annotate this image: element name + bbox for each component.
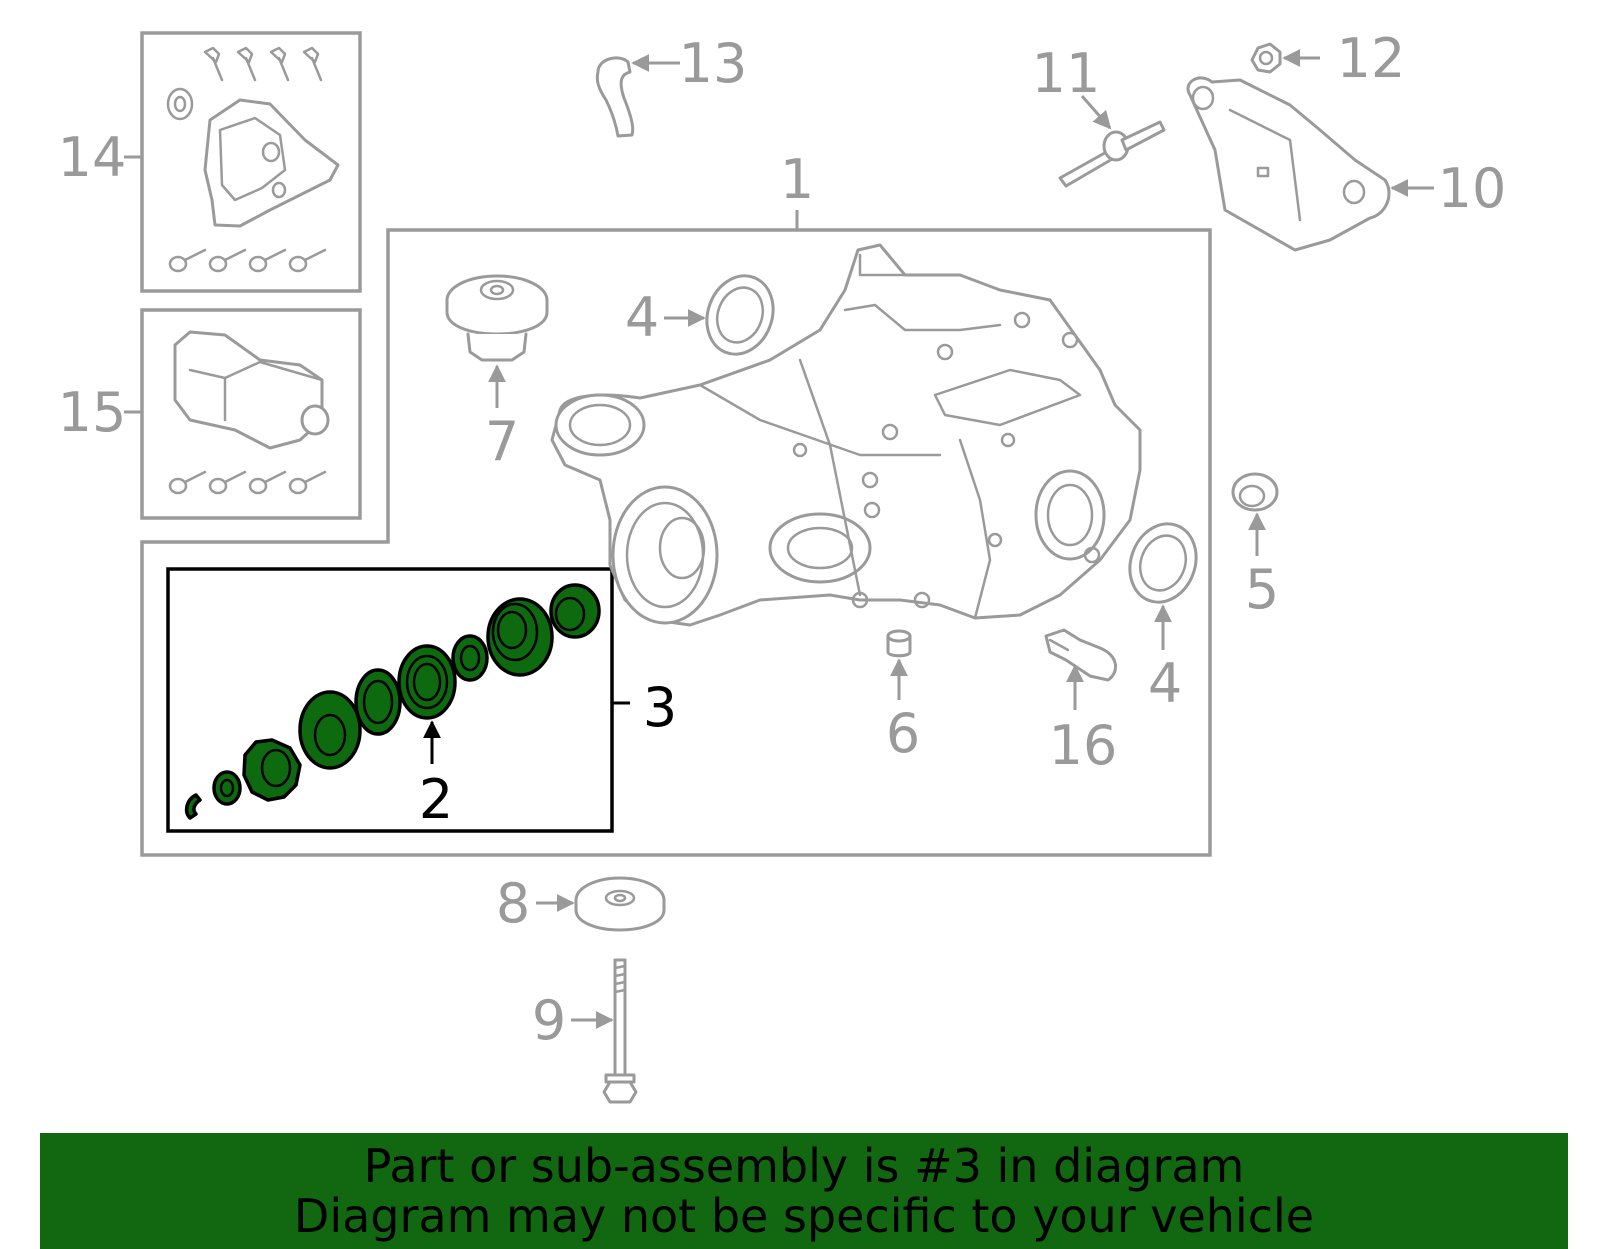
callout-15: 15 [58, 381, 127, 444]
callout-7: 7 [485, 410, 519, 473]
bracket-10-drawing [1186, 76, 1391, 252]
mount-8-drawing [574, 876, 666, 932]
callout-10: 10 [1438, 157, 1507, 220]
mount-bracket-14-drawing [166, 46, 340, 273]
callout-14: 14 [58, 126, 127, 189]
callout-5: 5 [1245, 558, 1279, 621]
actuator-15-drawing [168, 330, 330, 495]
callout-12: 12 [1337, 27, 1406, 90]
sensor-16-drawing [1044, 628, 1117, 682]
callout-11: 11 [1032, 42, 1101, 105]
seal-4-upper-drawing [705, 274, 775, 356]
callout-9: 9 [532, 989, 566, 1052]
plug-6-drawing [886, 629, 912, 658]
callout-4-upper: 4 [625, 286, 659, 349]
sub-assembly-3-drawing [184, 583, 601, 820]
bushing-5-drawing [1231, 472, 1279, 512]
callout-13: 13 [679, 32, 748, 95]
hose-13-drawing [595, 56, 635, 138]
callout-1: 1 [780, 148, 814, 211]
banner-line-disclaimer: Diagram may not be specific to your vehi… [293, 1189, 1315, 1243]
callout-4-lower: 4 [1148, 652, 1182, 715]
mount-7-drawing [445, 274, 549, 362]
callout-8: 8 [496, 872, 530, 935]
callout-6: 6 [886, 702, 920, 765]
callout-16: 16 [1049, 714, 1118, 777]
callout-3: 3 [643, 676, 677, 739]
leader-lines [124, 49, 1434, 1029]
notice-banner: Part or sub-assembly is #3 in diagram Di… [40, 1133, 1568, 1249]
banner-line-part: Part or sub-assembly is #3 in diagram [363, 1139, 1245, 1193]
callout-2: 2 [419, 768, 453, 831]
seal-4-lower-drawing [1128, 522, 1198, 604]
nut-12-drawing [1250, 42, 1282, 74]
differential-housing-1-drawing [550, 243, 1142, 627]
stud-11-drawing [1058, 120, 1166, 188]
bolt-9-drawing [602, 958, 638, 1104]
